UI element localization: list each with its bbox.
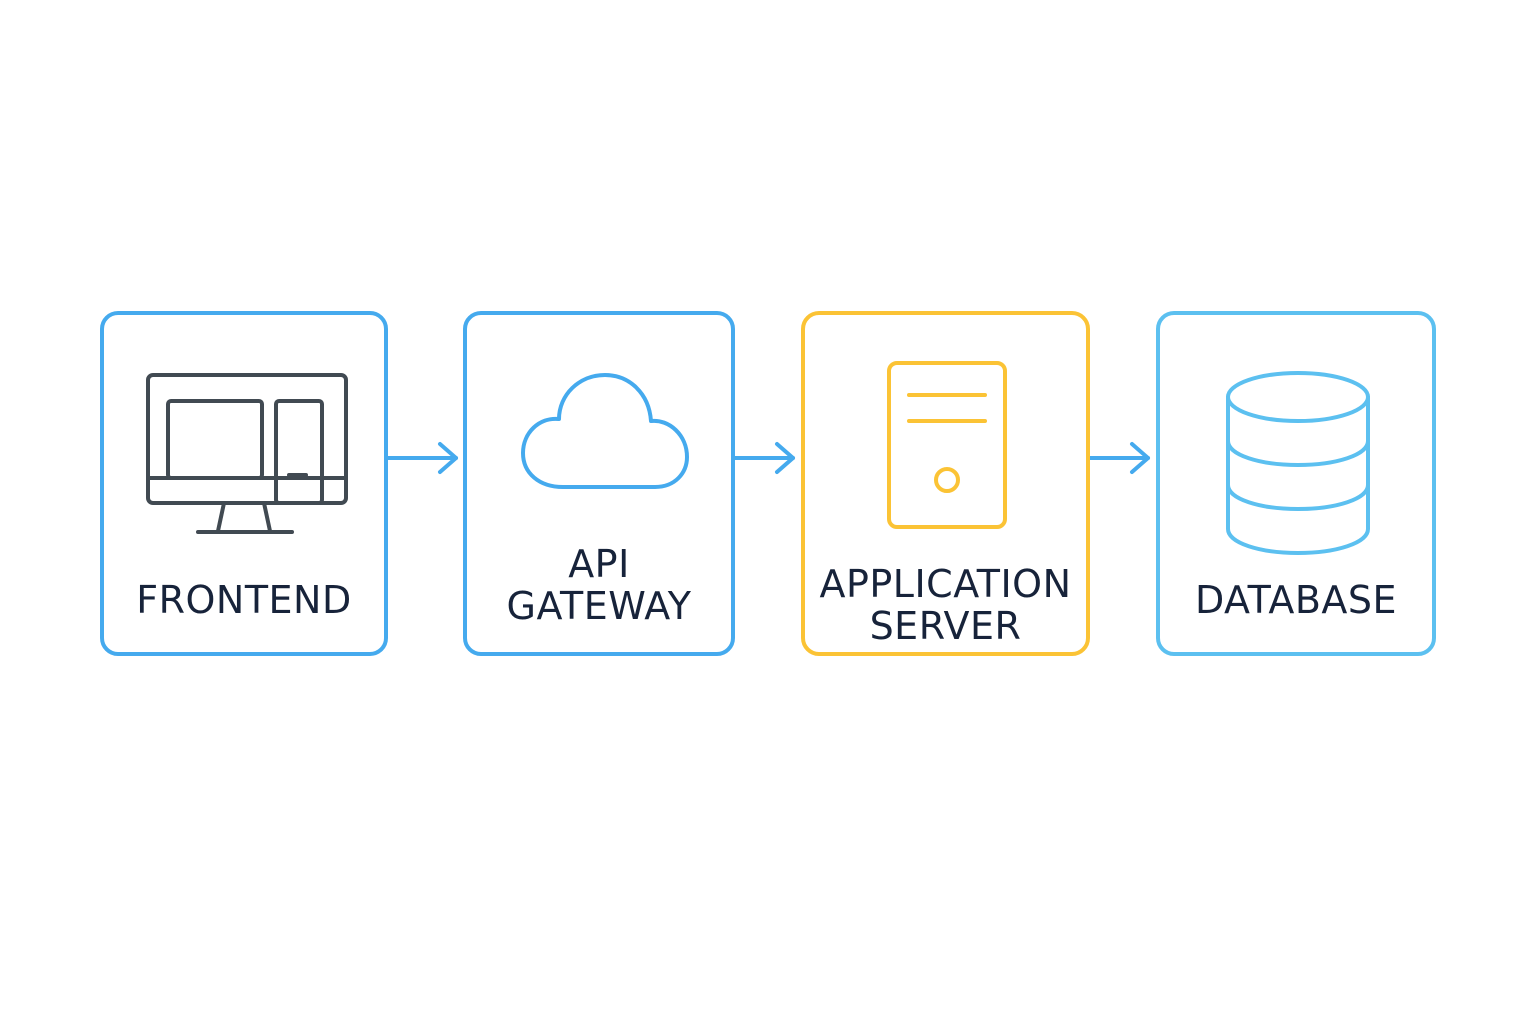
database-icon xyxy=(1224,367,1372,555)
node-label: API GATEWAY xyxy=(506,542,692,628)
application-server-node[interactable]: APPLICATION SERVER xyxy=(801,311,1090,656)
cloud-icon xyxy=(519,369,691,491)
arrow-gateway-to-server xyxy=(735,440,801,476)
monitor-icon xyxy=(144,371,350,537)
server-icon xyxy=(885,359,1009,531)
node-label: FRONTEND xyxy=(136,578,352,622)
node-label: APPLICATION SERVER xyxy=(819,562,1072,648)
database-node[interactable]: DATABASE xyxy=(1156,311,1436,656)
arrow-frontend-to-gateway xyxy=(388,440,463,476)
arrow-server-to-database xyxy=(1090,440,1156,476)
node-label: DATABASE xyxy=(1194,578,1398,622)
api-gateway-node[interactable]: API GATEWAY xyxy=(463,311,735,656)
frontend-node[interactable]: FRONTEND xyxy=(100,311,388,656)
